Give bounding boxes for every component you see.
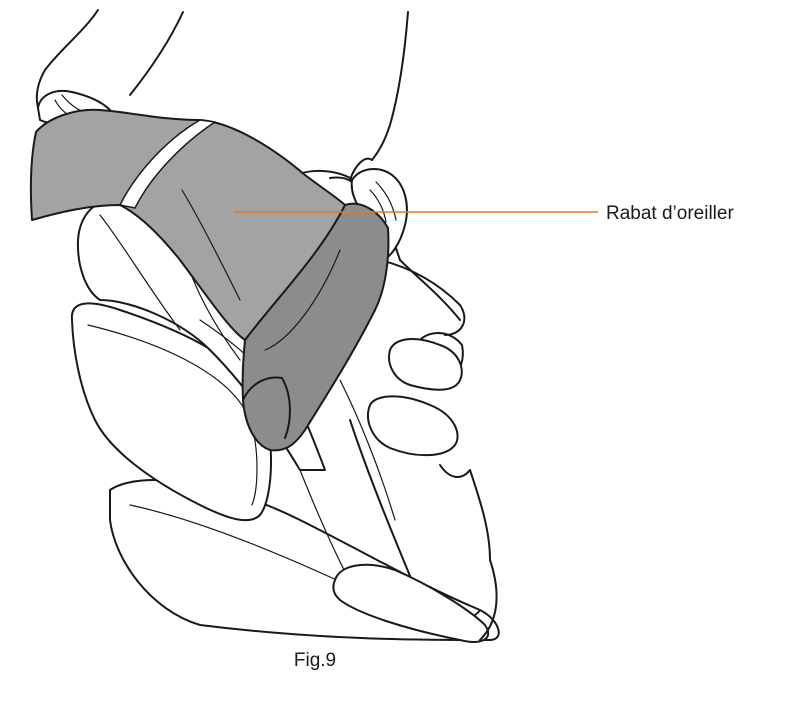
left-hand <box>37 10 183 124</box>
chair-right-arm-upper <box>389 339 462 390</box>
chair-right-arm-lower <box>368 396 458 455</box>
pillow-flap-label: Rabat d’oreiller <box>606 203 734 225</box>
chair-right-side <box>380 260 464 335</box>
figure-caption: Fig.9 <box>0 650 630 672</box>
